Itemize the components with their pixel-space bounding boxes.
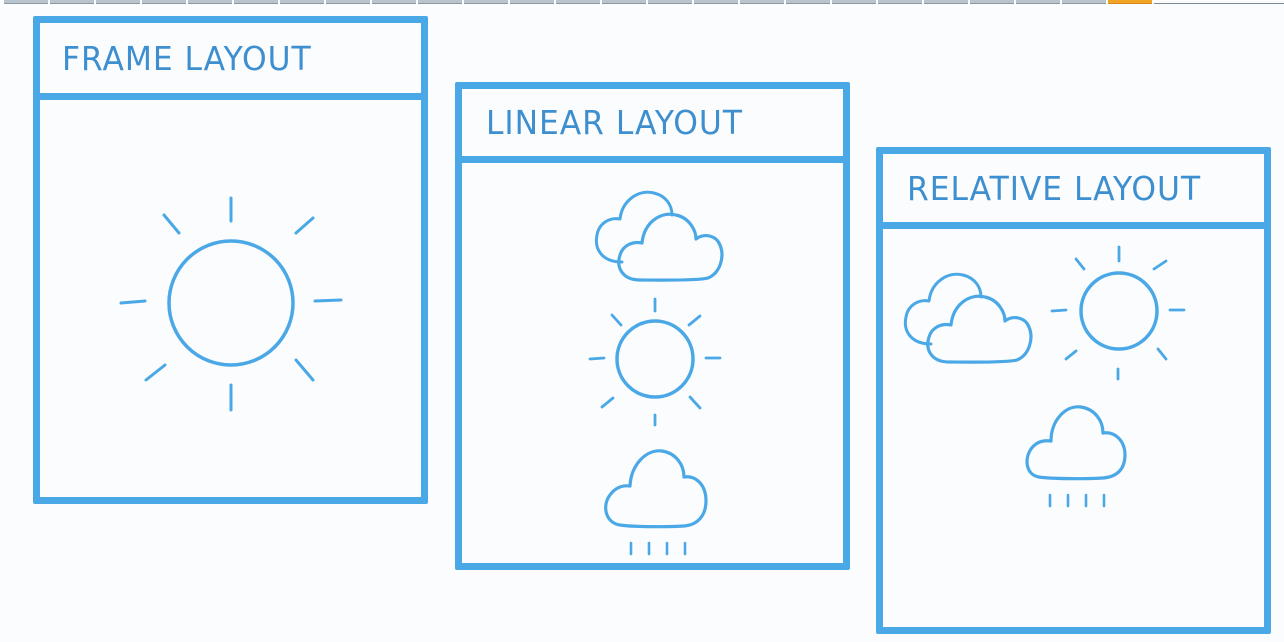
rain-cloud-icon [1025, 405, 1127, 508]
progress-segment [924, 0, 968, 4]
partly-cloudy-icon [903, 272, 1033, 364]
panel-header: RELATIVE LAYOUT [883, 154, 1264, 229]
sun-icon [588, 297, 722, 427]
panel-header: FRAME LAYOUT [40, 23, 421, 100]
progress-segment [372, 0, 416, 4]
progress-segment [280, 0, 324, 4]
panel-body [462, 163, 843, 563]
panel-title: FRAME LAYOUT [62, 38, 312, 78]
linear-layout-panel: LINEAR LAYOUT [455, 82, 850, 570]
frame-layout-panel: FRAME LAYOUT [33, 16, 428, 504]
progress-segment-active [1108, 0, 1152, 4]
progress-segment [786, 0, 830, 4]
progress-segment [970, 0, 1014, 4]
progress-segment [694, 0, 738, 4]
progress-segment [234, 0, 278, 4]
progress-segment [96, 0, 140, 4]
progress-segment [1016, 0, 1060, 4]
panel-header: LINEAR LAYOUT [462, 89, 843, 163]
rain-cloud-icon [604, 449, 708, 556]
progress-segment [556, 0, 600, 4]
progress-strip [0, 0, 1284, 5]
panel-title: RELATIVE LAYOUT [907, 168, 1202, 208]
sun-icon [1050, 245, 1186, 381]
progress-segment [464, 0, 508, 4]
progress-segment [326, 0, 370, 4]
panel-title: LINEAR LAYOUT [486, 103, 743, 142]
progress-segment [4, 0, 48, 4]
partly-cloudy-icon [594, 190, 724, 282]
progress-segment [740, 0, 784, 4]
sun-icon [119, 196, 343, 412]
progress-segment [142, 0, 186, 4]
progress-segment [188, 0, 232, 4]
relative-layout-panel: RELATIVE LAYOUT [876, 147, 1271, 634]
progress-segment [878, 0, 922, 4]
progress-segment [602, 0, 646, 4]
panel-body [883, 229, 1264, 627]
progress-segment [832, 0, 876, 4]
panel-body [40, 100, 421, 497]
progress-segment [510, 0, 554, 4]
progress-segment [1062, 0, 1106, 4]
progress-segment [648, 0, 692, 4]
progress-segment [418, 0, 462, 4]
progress-segment [50, 0, 94, 4]
progress-track [1154, 3, 1284, 4]
